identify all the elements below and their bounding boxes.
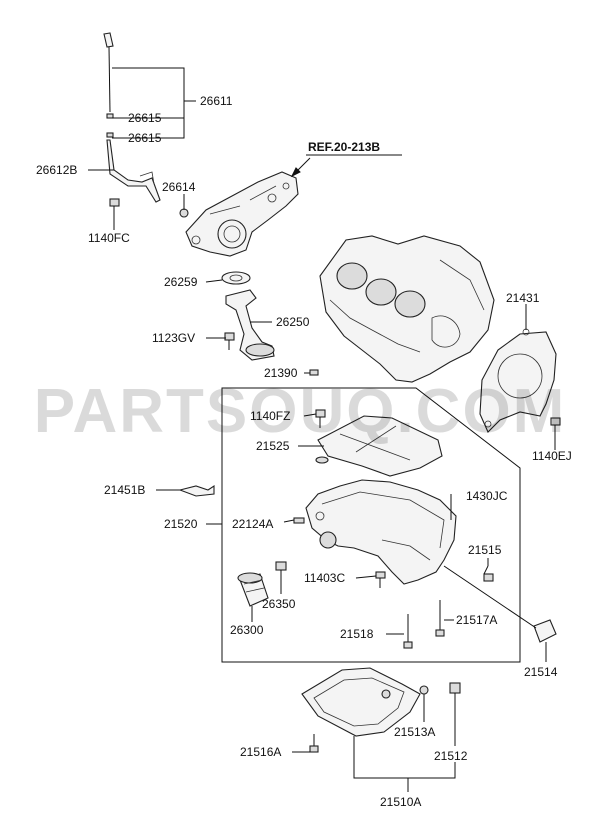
drain-plug-21512 (449, 682, 461, 694)
label-21525: 21525 (256, 439, 290, 453)
label-26300: 26300 (230, 623, 264, 637)
label-1140fz: 1140FZ (250, 409, 290, 423)
fitting-26350 (275, 561, 287, 580)
bolt-21516a (309, 734, 319, 753)
cylinder-block (319, 235, 495, 383)
baffle-plate (315, 415, 443, 477)
label-26611: 26611 (200, 94, 233, 108)
assembly-box (221, 387, 521, 663)
label-26250: 26250 (276, 315, 310, 329)
label-26614: 26614 (162, 180, 196, 194)
label-26350: 26350 (262, 597, 296, 611)
bolt-1140fc (109, 198, 120, 218)
bolt-1140fz (315, 409, 326, 428)
label-21451b: 21451B (104, 483, 145, 497)
oil-filter (237, 572, 269, 607)
label-26612b: 26612B (36, 163, 77, 177)
label-21520: 21520 (164, 517, 198, 531)
label-21513a: 21513A (394, 725, 435, 739)
plug-26614 (179, 208, 189, 218)
upper-oil-pan (305, 479, 457, 585)
label-26615-top: 26615 (128, 111, 162, 125)
bolt-1123gv (224, 332, 235, 350)
label-1430jc: 1430JC (466, 489, 508, 503)
label-1140fc: 1140FC (88, 231, 130, 245)
dipstick (103, 32, 114, 138)
label-21517a: 21517A (456, 613, 497, 627)
label-21516a: 21516A (240, 745, 281, 759)
label-21431: 21431 (506, 291, 540, 305)
bolt-21518 (403, 614, 413, 649)
dowel-21390 (309, 369, 319, 376)
label-22124a: 22124A (232, 517, 273, 531)
oil-strainer (225, 289, 275, 361)
cover-21514 (533, 619, 557, 643)
label-26615-bottom: 26615 (128, 131, 162, 145)
label-21514: 21514 (524, 665, 558, 679)
leader-lines (88, 67, 556, 792)
bolt-11403c (375, 571, 386, 588)
bolt-21515 (483, 565, 494, 582)
bolt-1140ej (550, 417, 561, 440)
label-ref-20-213b[interactable]: REF.20-213B (308, 140, 380, 154)
label-1123gv: 1123GV (152, 331, 195, 345)
label-26259: 26259 (164, 275, 198, 289)
label-1140ej: 1140EJ (532, 449, 572, 463)
sensor-21451b (178, 484, 215, 497)
label-21510a: 21510A (380, 795, 421, 809)
label-21512: 21512 (434, 749, 468, 763)
label-21390: 21390 (264, 366, 298, 380)
watermark: PARTSOUQ.COM (34, 377, 567, 446)
label-21518: 21518 (340, 627, 374, 641)
bolt-21517a (435, 600, 445, 637)
oil-pump (185, 171, 299, 257)
dipstick-guide-tube (106, 139, 161, 203)
plug-22124a (293, 517, 305, 524)
label-21515: 21515 (468, 543, 502, 557)
gasket-26259 (221, 271, 251, 285)
washer-21513a (419, 685, 429, 695)
label-11403c: 11403C (304, 571, 345, 585)
lower-oil-pan (301, 667, 421, 737)
labels: 26611 26615 26615 26612B 26614 1140FC RE… (36, 94, 572, 809)
